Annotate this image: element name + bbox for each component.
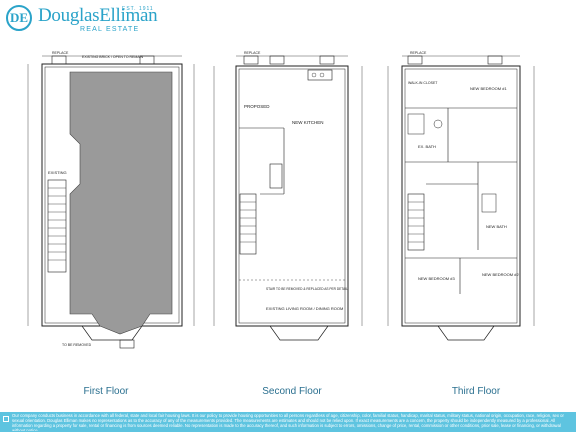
note-living-room: EXISTING LIVING ROOM / DINING ROOM xyxy=(266,306,343,311)
note-proposed: PROPOSED xyxy=(244,104,270,109)
note-ex-bath: EX. BATH xyxy=(418,144,436,149)
note-replace: REPLACE xyxy=(52,51,69,55)
note-bedroom-3: NEW BEDROOM #3 xyxy=(418,276,455,281)
note-new-kitchen: NEW KITCHEN xyxy=(292,120,324,125)
logo-emblem-icon: DE xyxy=(6,5,32,31)
note-replace: REPLACE xyxy=(410,51,427,55)
brand-logo[interactable]: DE DouglasElliman EST. 1911 REAL ESTATE xyxy=(6,5,206,39)
brand-est: EST. 1911 xyxy=(122,6,154,12)
note-existing-brick: EXISTING BRICK / OPEN TO REMAIN xyxy=(82,55,144,59)
brand-subtitle: REAL ESTATE xyxy=(80,26,140,33)
note-walk-in-closet: WALK-IN CLOSET xyxy=(408,81,438,85)
note-bedroom-1: NEW BEDROOM #1 xyxy=(470,86,507,91)
footer-disclaimer: Our company conducts business in accorda… xyxy=(12,413,564,431)
brand-name: DouglasElliman xyxy=(38,5,158,26)
note-bedroom-2: NEW BEDROOM #2 xyxy=(482,272,519,277)
demolition-area xyxy=(69,71,173,335)
note-existing: EXISTING xyxy=(48,170,67,175)
note-stair: STAIR TO BE REMOVED & REPLACED AS PER DE… xyxy=(266,287,348,291)
second-floor-plan: REPLACE PROPOSED NEW KITCHEN EXISTING LI… xyxy=(213,51,363,341)
floor-label-third: Third Floor xyxy=(451,386,501,397)
floor-plans-area: EXISTING BRICK / OPEN TO REMAIN REPLACE … xyxy=(0,44,576,384)
footer-bar: Our company conducts business in accorda… xyxy=(0,412,576,432)
equal-housing-icon xyxy=(3,416,9,422)
note-replace: REPLACE xyxy=(244,51,261,55)
note-new-bath: NEW BATH xyxy=(486,224,507,229)
floor-label-first: First Floor xyxy=(83,386,129,397)
first-floor-plan: EXISTING BRICK / OPEN TO REMAIN REPLACE … xyxy=(27,51,195,349)
note-removed: TO BE REMOVED xyxy=(62,343,92,347)
third-floor-plan: REPLACE NEW BEDROOM #1 EX. BATH NEW BATH… xyxy=(387,51,535,341)
floor-label-second: Second Floor xyxy=(262,386,322,397)
